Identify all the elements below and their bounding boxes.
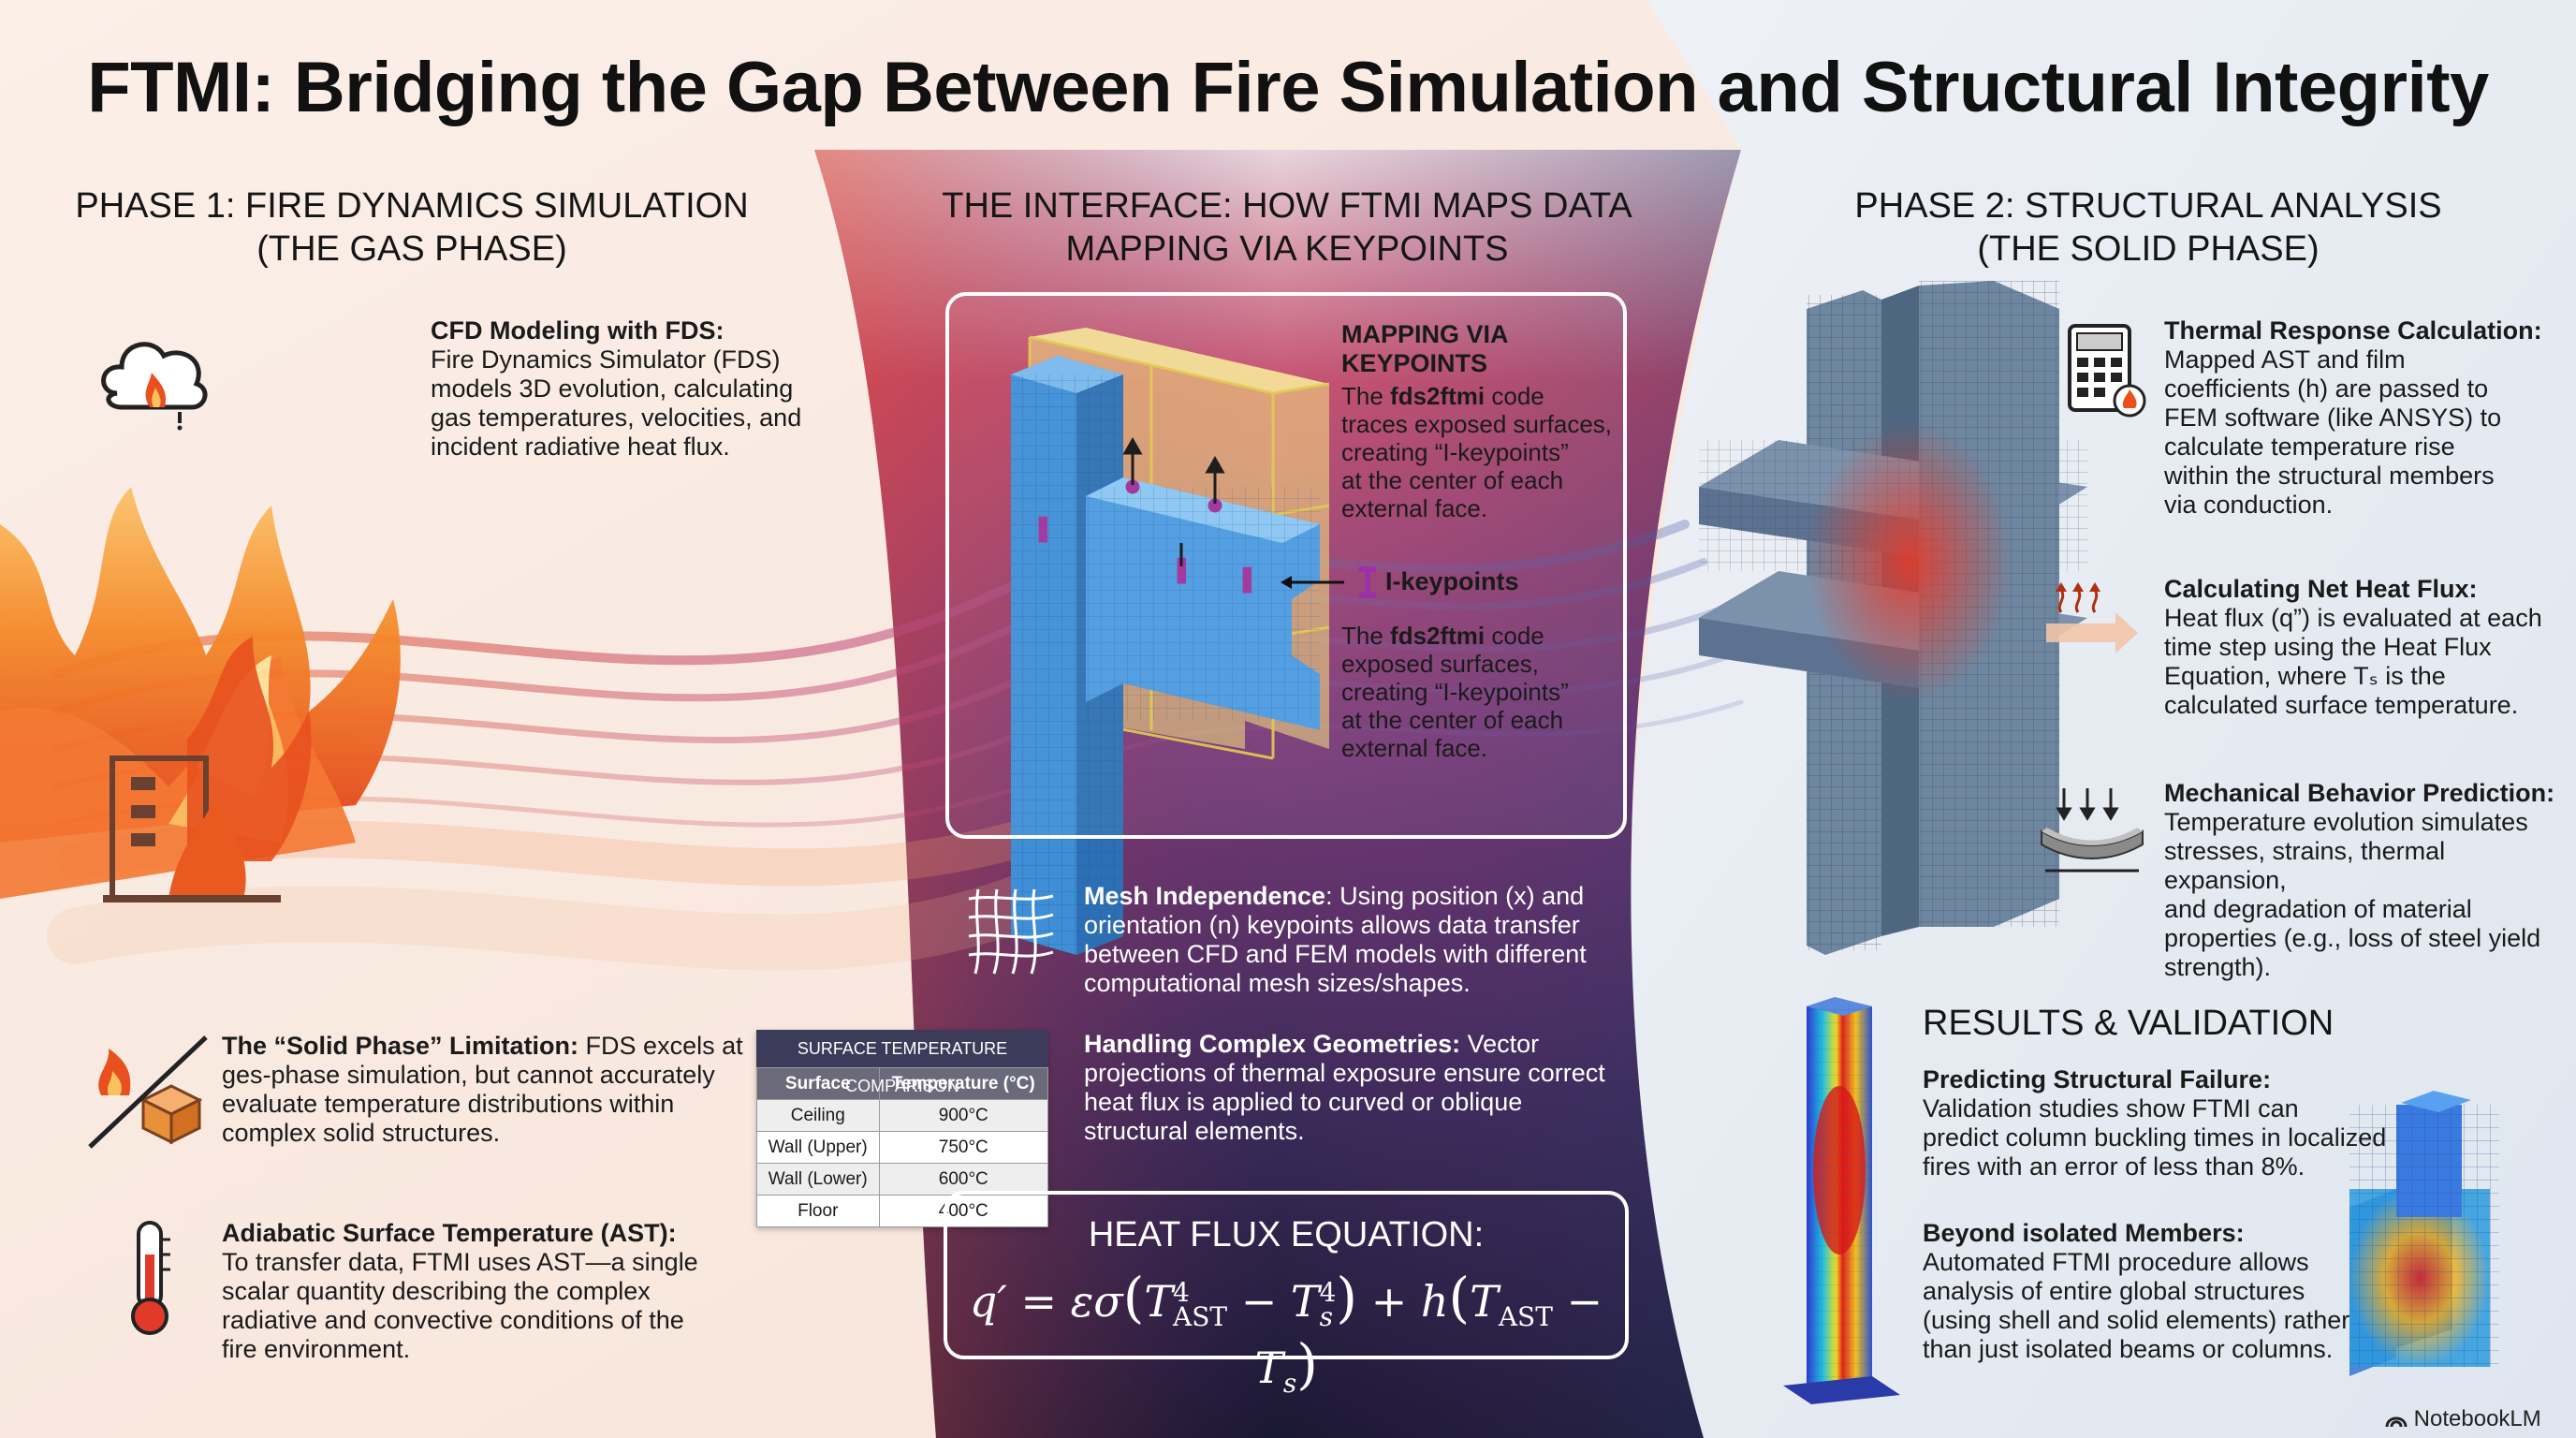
cfd-modeling-block: CFD Modeling with FDS: Fire Dynamics Sim… (431, 316, 802, 461)
svg-text:I: I (1176, 553, 1188, 591)
mechanical-behavior-block: Mechanical Behavior Prediction: Temperat… (2164, 779, 2555, 981)
table-header: Surface (756, 1067, 880, 1100)
ikeypoint-marker-icon (1359, 566, 1376, 598)
heat-flux-arrows-icon (2046, 582, 2138, 653)
complex-geometries-block: Handling Complex Geometries: Vector proj… (1084, 1030, 1605, 1145)
mapping-panel-heading: MAPPING VIA KEYPOINTS (1341, 320, 1509, 377)
equation-heading: HEAT FLUX EQUATION: (1088, 1215, 1485, 1255)
thermal-response-block: Thermal Response Calculation: Mapped AST… (2164, 316, 2542, 519)
net-heat-flux-block: Calculating Net Heat Flux: Heat flux (q”… (2164, 575, 2542, 719)
heat-flux-equation-box (944, 1191, 1629, 1359)
table-header: Temperature (°C) (878, 1067, 1049, 1100)
cloud-fire-icon (101, 342, 208, 431)
surface-temperature-table: SURFACE TEMPERATURE COMPARISON Surface T… (756, 1030, 1049, 1227)
mesh-independence-block: Mesh Independence: Using position (x) an… (1084, 882, 1587, 997)
beam-bending-icon (2041, 788, 2144, 873)
thermometer-icon (131, 1221, 170, 1335)
fire-solid-icon (88, 1035, 208, 1149)
phase1-heading: PHASE 1: FIRE DYNAMICS SIMULATION (THE G… (75, 186, 749, 269)
results-heading: RESULTS & VALIDATION (1923, 1004, 2334, 1043)
mapping-panel-text: MAPPING VIA KEYPOINTS The fds2ftmi code … (1341, 320, 1622, 522)
solid-phase-limitation-block: The “Solid Phase” Limitation: FDS excels… (222, 1032, 743, 1147)
table-row: Wall (Upper)750°C (756, 1131, 1049, 1164)
ikeypoint-legend: I-keypoints (1279, 564, 1616, 601)
notebooklm-logo-icon (2385, 1416, 2408, 1428)
phase2-heading: PHASE 2: STRUCTURAL ANALYSIS (THE SOLID … (1854, 186, 2442, 269)
svg-text:I: I (1241, 563, 1253, 600)
beyond-isolated-block: Beyond isolated Members: Automated FTMI … (1923, 1219, 2350, 1363)
mapping-para-1: The fds2ftmi code traces exposed surface… (1341, 382, 1613, 522)
svg-text:I: I (1037, 512, 1049, 550)
interface-heading: THE INTERFACE: HOW FTMI MAPS DATA MAPPIN… (942, 186, 1632, 269)
ikeypoint-label: I-keypoints (1385, 567, 1519, 595)
structural-failure-block: Predicting Structural Failure: Validatio… (1923, 1065, 2387, 1181)
table-row: Wall (Lower)600°C (756, 1163, 1049, 1196)
table-title: SURFACE TEMPERATURE COMPARISON (756, 1030, 1048, 1095)
ast-block: Adiabatic Surface Temperature (AST): To … (222, 1219, 698, 1363)
mapping-para-2: The fds2ftmi code exposed surfaces, crea… (1341, 622, 1569, 762)
arrow-left-icon (1281, 576, 1344, 589)
mesh-grid-icon (968, 888, 1054, 975)
mapping-keypoints-panel (945, 292, 1627, 839)
brand-notebooklm: NotebookLM (2385, 1406, 2541, 1432)
calculator-icon (2068, 324, 2146, 418)
page-title: FTMI: Bridging the Gap Between Fire Simu… (87, 48, 2489, 127)
